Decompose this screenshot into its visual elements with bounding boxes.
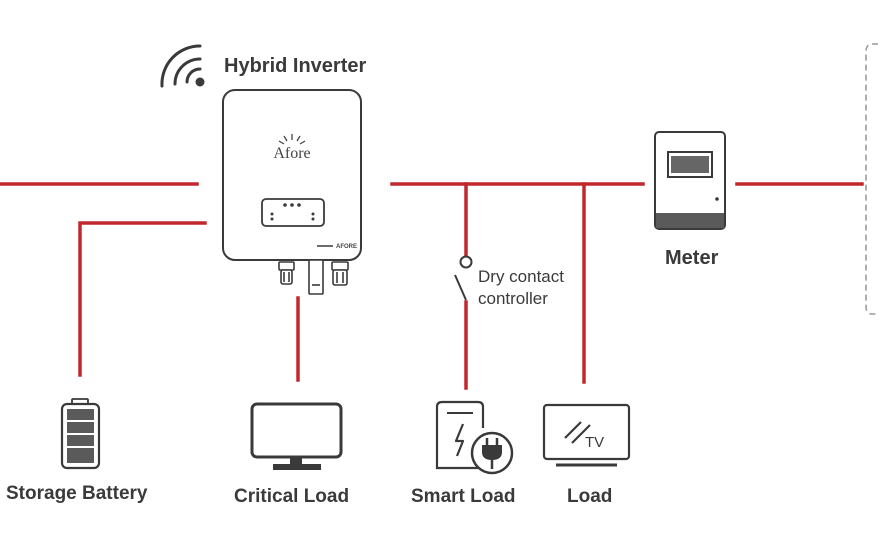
critical-load-label: Critical Load (234, 486, 350, 507)
meter-label: Meter (665, 247, 719, 269)
display-dot (270, 217, 274, 221)
connector-right (331, 261, 349, 286)
switch-icon (454, 255, 473, 301)
display-dot (311, 212, 315, 216)
tv-icon: TV (542, 403, 631, 467)
load-label: Load (567, 486, 613, 507)
meter-icon (654, 131, 726, 230)
grid-dashed-box (865, 43, 878, 315)
tv-text: TV (585, 434, 604, 451)
dry-contact-line1: Dry contact (478, 267, 564, 286)
smart-plug-icon (435, 400, 514, 475)
led (283, 203, 287, 207)
connector-center (308, 259, 324, 295)
inverter-brand-text: Afore (273, 145, 310, 162)
dry-contact-line2: controller (478, 289, 548, 308)
wire-battery (78, 221, 207, 377)
wifi-icon (160, 44, 205, 88)
led (290, 203, 294, 207)
display-dot (270, 212, 274, 216)
meter-indicator (715, 197, 719, 201)
monitor-icon (250, 402, 343, 470)
display-dot (311, 217, 315, 221)
inverter-label: Hybrid Inverter (224, 55, 367, 77)
inverter-display (261, 198, 325, 227)
meter-screen-inner (671, 156, 709, 173)
battery-icon (60, 398, 101, 470)
inverter-icon: Afore AFORE (222, 89, 362, 295)
led (297, 203, 301, 207)
meter-base (656, 213, 724, 228)
battery-label: Storage Battery (6, 483, 148, 504)
connector-left (278, 261, 295, 285)
dry-contact-label: Dry contact controller (478, 266, 564, 310)
inverter-tag-text: AFORE (336, 244, 357, 250)
smart-load-label: Smart Load (411, 486, 516, 507)
wires (0, 182, 864, 390)
sun-logo (278, 134, 306, 145)
